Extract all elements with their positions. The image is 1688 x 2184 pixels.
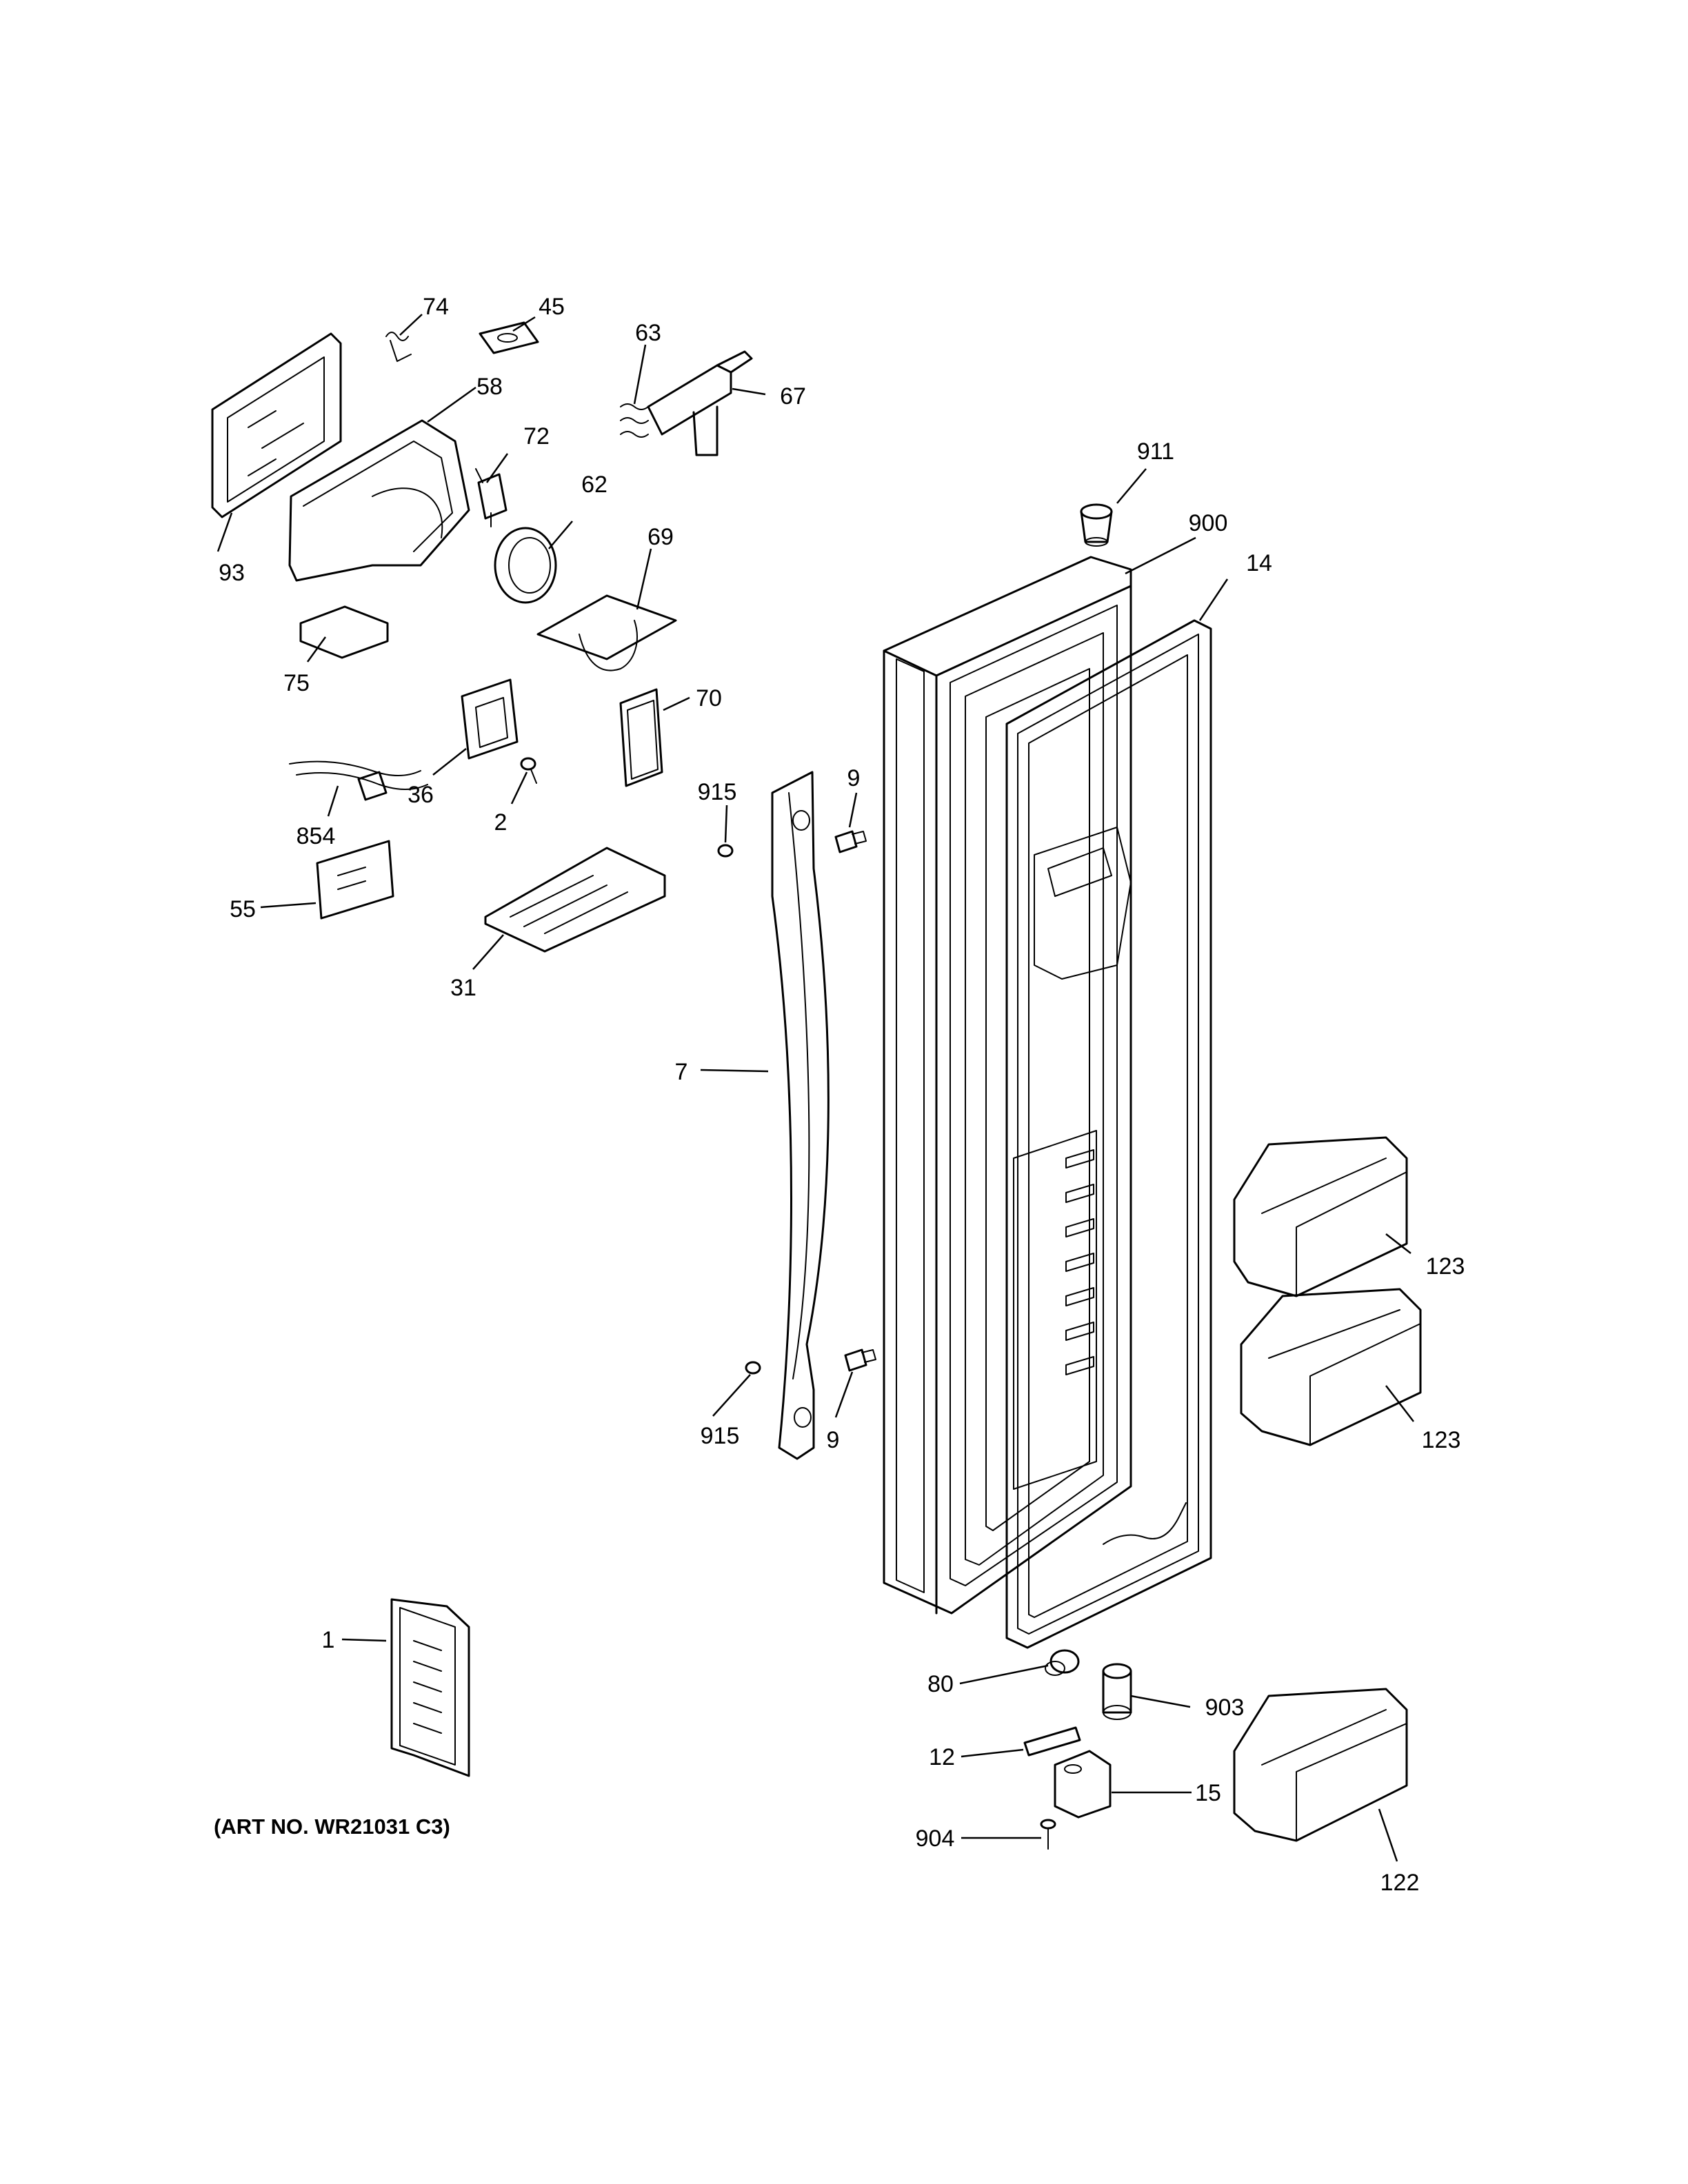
funnel-housing-58	[288, 419, 470, 582]
door-bin-122	[1233, 1688, 1408, 1842]
callout-122: 122	[1380, 1870, 1420, 1896]
wire-harness-854	[289, 760, 428, 801]
door-flap-75	[299, 605, 389, 659]
door-bin-123-lower	[1240, 1288, 1422, 1446]
hinge-15	[1054, 1750, 1112, 1819]
bushing-80	[1045, 1649, 1080, 1676]
pin-903	[1102, 1663, 1132, 1720]
screw-9-top	[834, 830, 867, 853]
callout-123-upper: 123	[1426, 1253, 1465, 1280]
callout-9-bottom: 9	[827, 1427, 840, 1453]
spring-74	[385, 332, 412, 362]
literature-1	[390, 1598, 470, 1777]
art-number: (ART NO. WR21031 C3)	[214, 1814, 450, 1839]
callout-69: 69	[647, 524, 674, 550]
callout-93: 93	[219, 560, 245, 586]
cap-911	[1080, 503, 1113, 547]
callout-labels: 74 45 63 67 58 72 62 93 69 911 900 14 75…	[219, 294, 1465, 1896]
callout-9-top: 9	[847, 765, 861, 791]
switch-72	[475, 468, 508, 527]
callout-67: 67	[780, 383, 806, 410]
callout-900: 900	[1189, 510, 1228, 536]
callout-74: 74	[423, 294, 449, 320]
freezer-door-outer	[883, 556, 1187, 1615]
callout-72: 72	[523, 423, 550, 449]
callout-915-top: 915	[698, 779, 737, 805]
screw-915-top	[717, 844, 734, 858]
hinge-plate-12	[1023, 1726, 1081, 1757]
callout-1: 1	[322, 1627, 335, 1653]
callout-2: 2	[494, 809, 508, 836]
callout-80: 80	[927, 1671, 954, 1697]
screw-904	[1040, 1819, 1056, 1850]
callout-903: 903	[1205, 1695, 1245, 1721]
callout-58: 58	[476, 374, 503, 400]
board-55	[316, 840, 394, 920]
callout-14: 14	[1246, 550, 1272, 576]
callout-62: 62	[581, 472, 607, 498]
callout-123-lower: 123	[1422, 1427, 1461, 1453]
callout-915-bottom: 915	[701, 1423, 740, 1449]
screw-2	[520, 757, 537, 784]
callout-31: 31	[450, 975, 476, 1001]
callout-70: 70	[696, 685, 722, 711]
motor-bracket-36	[461, 678, 519, 760]
flap-cover-70	[619, 688, 663, 787]
door-bin-123-upper	[1233, 1136, 1408, 1297]
callout-7: 7	[675, 1059, 688, 1085]
screw-915-bottom	[745, 1361, 761, 1375]
callout-45: 45	[539, 294, 565, 320]
door-gasket	[1005, 619, 1212, 1649]
callout-36: 36	[408, 782, 434, 808]
callout-63: 63	[635, 320, 661, 346]
control-panel-93	[211, 332, 342, 518]
leader-lines	[217, 314, 1414, 1862]
callout-55: 55	[230, 896, 256, 922]
callout-911: 911	[1137, 438, 1174, 465]
callout-854: 854	[297, 823, 336, 849]
ice-chute-69	[536, 594, 677, 671]
door-handle	[771, 771, 830, 1460]
screw-9-bottom	[844, 1348, 876, 1372]
ring-62	[494, 527, 557, 604]
lever-arm-67	[647, 350, 753, 456]
callout-904: 904	[916, 1826, 955, 1852]
spring-63	[620, 403, 649, 438]
drip-tray-31	[484, 847, 666, 953]
bracket-45	[479, 321, 539, 354]
callout-12: 12	[929, 1744, 955, 1770]
callout-15: 15	[1195, 1780, 1221, 1806]
callout-75: 75	[283, 670, 310, 696]
